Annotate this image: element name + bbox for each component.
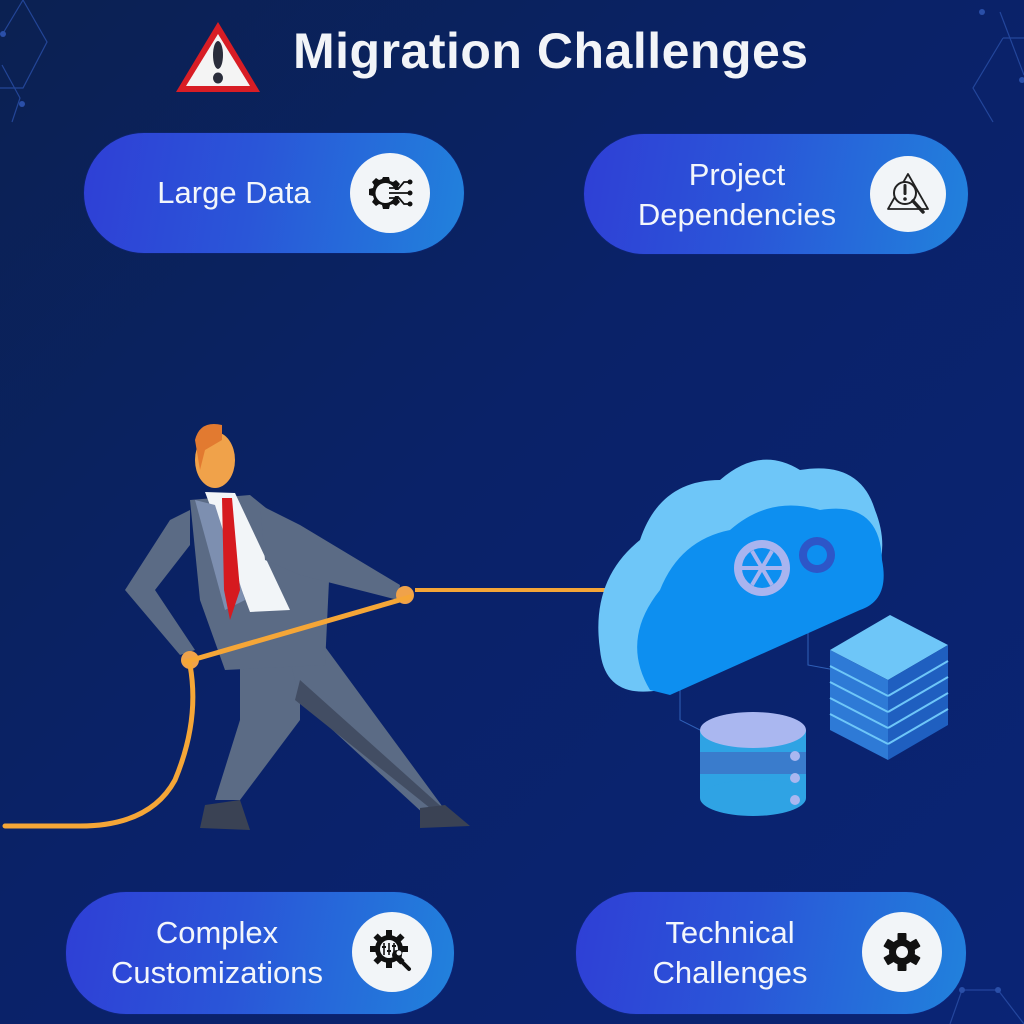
icon-circle <box>352 912 432 992</box>
challenge-technical-challenges: Technical Challenges <box>576 892 966 1014</box>
icon-circle <box>870 156 946 232</box>
challenge-complex-customizations: Complex Customizations <box>66 892 454 1014</box>
data-gear-circuit-icon <box>369 177 413 209</box>
challenge-label: Large Data <box>157 175 311 210</box>
page-title: Migration Challenges <box>293 23 809 79</box>
challenge-large-data: Large Data <box>84 133 464 253</box>
challenge-label: Project Dependencies <box>637 157 837 232</box>
businessman-pulling-rope-illustration <box>2 424 605 830</box>
icon-circle <box>350 153 430 233</box>
gear-wrench-sliders-icon <box>370 930 411 971</box>
header: Migration Challenges <box>0 8 1024 92</box>
icon-circle <box>862 912 942 992</box>
challenge-project-dependencies: Project Dependencies <box>584 134 968 254</box>
challenge-label: Complex Customizations <box>111 915 323 990</box>
warning-triangle-icon <box>176 22 260 92</box>
challenge-label: Technical Challenges <box>652 915 808 990</box>
warning-magnifier-icon <box>887 173 929 214</box>
gear-icon <box>883 933 921 971</box>
cloud-server-database-illustration <box>598 459 949 816</box>
